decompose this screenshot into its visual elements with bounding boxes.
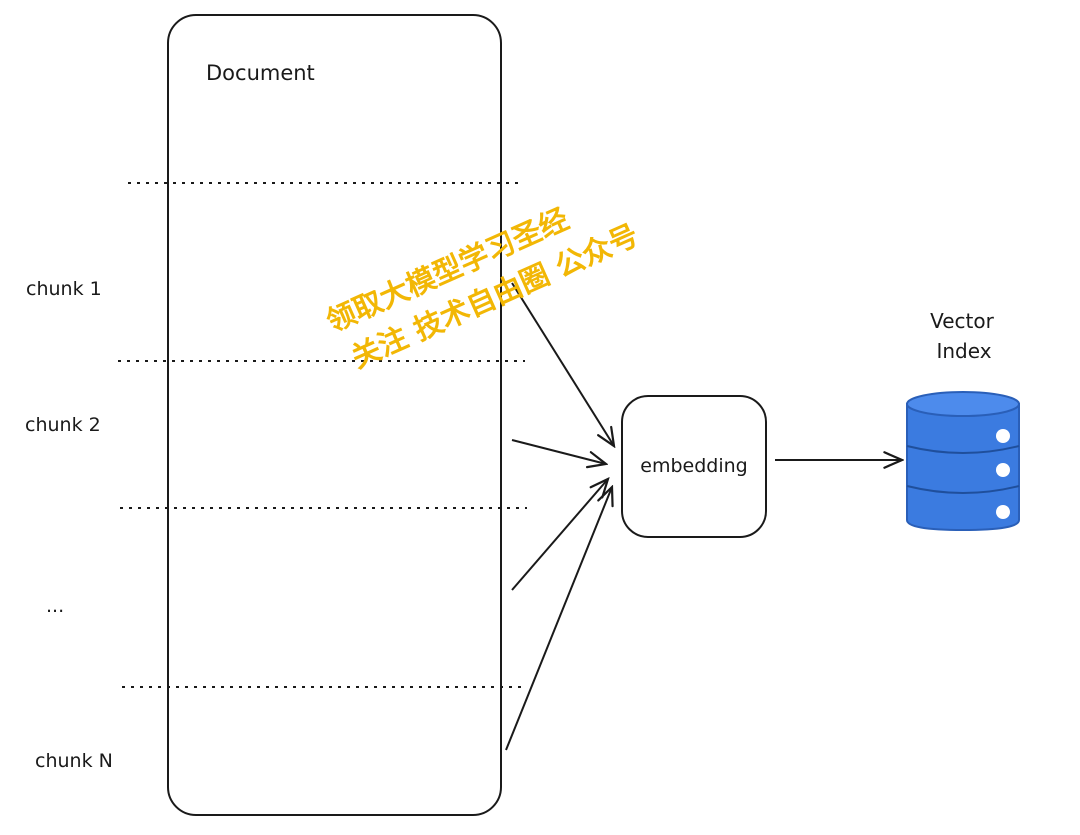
embedding-label: embedding: [640, 455, 747, 477]
document-box: [167, 14, 502, 816]
database-icon: [906, 391, 1020, 532]
vector-index-label-line2: Index: [936, 339, 991, 363]
chunk-1-arrow: [511, 282, 614, 446]
vector-index-label-line1: Vector: [930, 309, 995, 333]
embedding-box: [621, 395, 767, 538]
chunk-label-2: chunk 2: [25, 414, 101, 436]
chunk-2-arrow: [511, 439, 606, 464]
chunk-n-arrow: [505, 487, 612, 751]
chunk-label-1: chunk 1: [26, 278, 102, 300]
document-title: Document: [206, 61, 315, 85]
chunk-label-n: chunk N: [35, 750, 113, 772]
chunk-label-ellipsis: ...: [46, 595, 64, 617]
chunk-ellipsis-arrow: [511, 479, 608, 591]
